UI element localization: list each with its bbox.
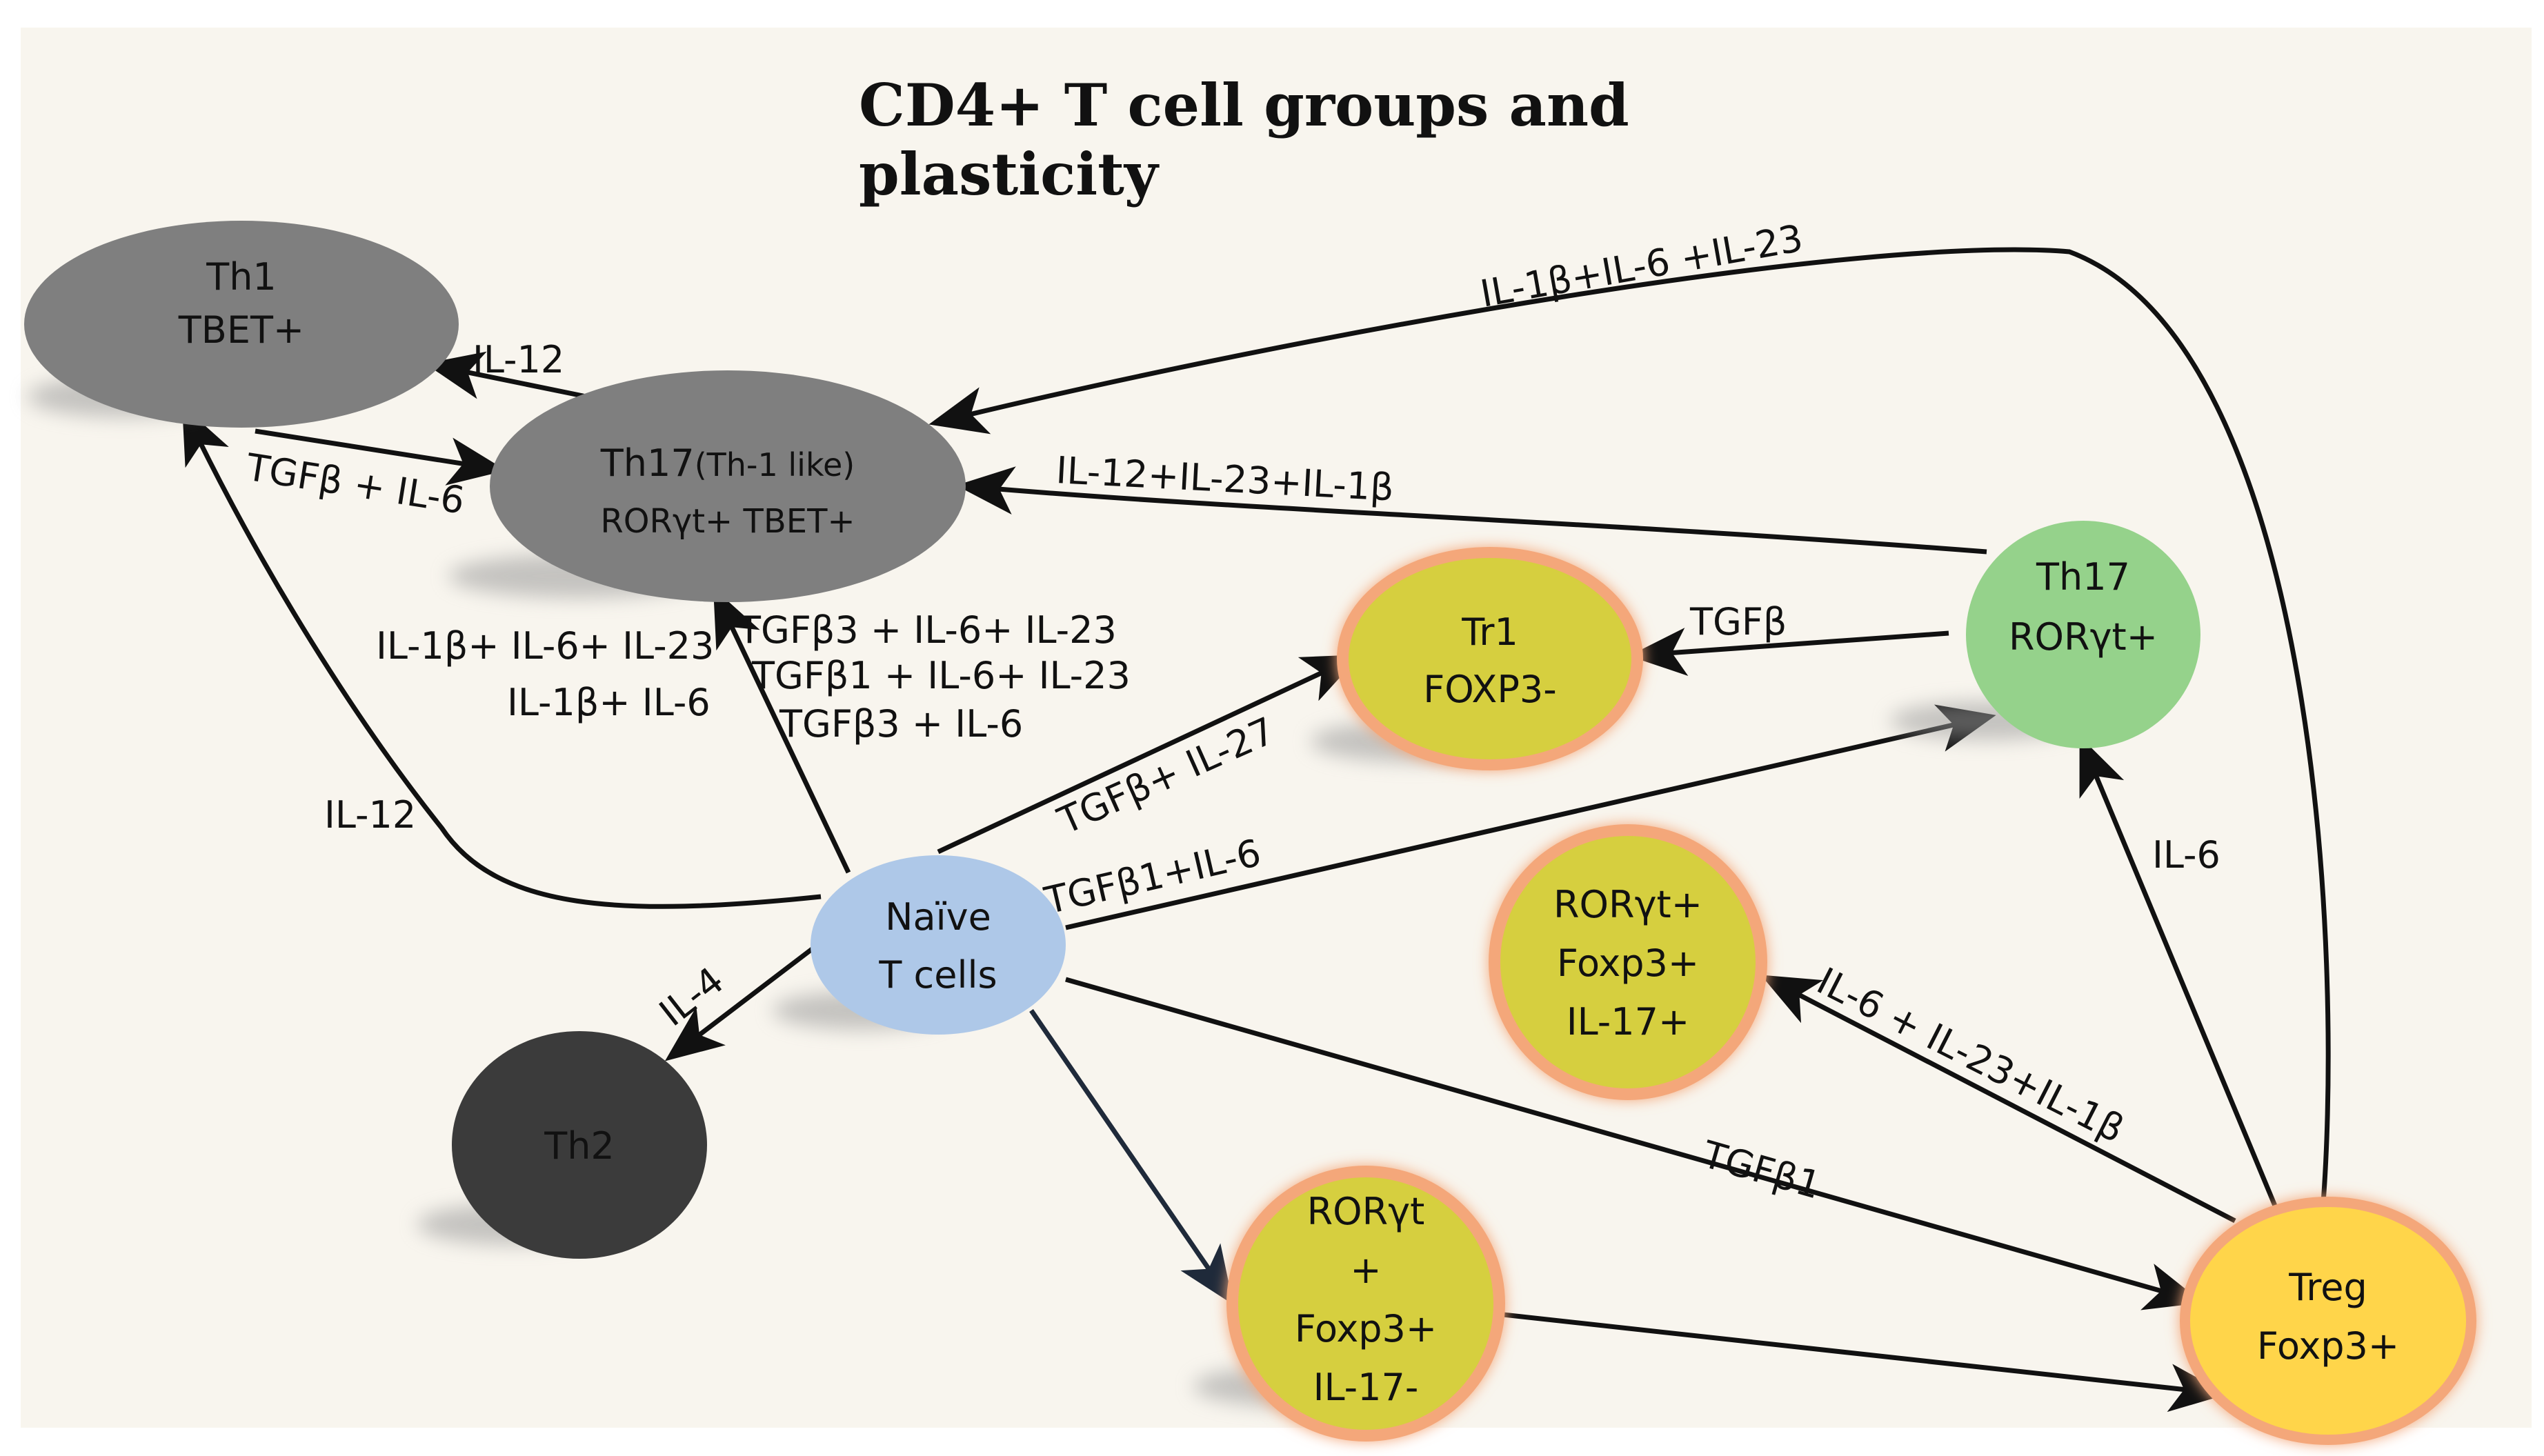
edge-naive-to-th2 [664, 943, 819, 1061]
diagram-title-line1: CD4+ T cell groups and [859, 71, 1629, 139]
node-th17-line1: Th17 [2036, 555, 2130, 599]
node-treg-line1: Treg [2288, 1266, 2367, 1309]
node-th2-line1: Th2 [544, 1124, 615, 1168]
edge-label-th17th1like-to-th1: IL-12 [473, 338, 564, 381]
node-ror-foxp3-il17pos-line2: Foxp3+ [1557, 941, 1699, 985]
edge-label-treg-to-th17: IL-6 [2152, 833, 2220, 877]
edge-label-naive-to-th17th1like-a: TGFβ3 + IL-6+ IL-23 [737, 608, 1117, 652]
edge-label-naive-to-th17th1like-c: TGFβ3 + IL-6 [779, 702, 1023, 746]
edge-th17-to-tr1 [1629, 628, 1949, 676]
node-th2 [452, 1031, 707, 1259]
node-th17 [1966, 521, 2200, 748]
edge-ror-foxp3-il17neg-to-treg [1496, 1311, 2227, 1413]
edge-naive-to-th17th1like [713, 588, 851, 874]
edge-naive-to-tr1 [937, 655, 1361, 855]
diagram-title-line2: plasticity [859, 140, 1160, 208]
edge-label-th17-to-tr1: TGFβ [1689, 600, 1787, 644]
edge-naive-to-th1 [181, 405, 822, 909]
node-th1-line1: Th1 [206, 255, 277, 299]
edge-label-naive-to-th1: IL-12 [324, 793, 416, 837]
edge-th1-to-th17th1like [255, 428, 506, 486]
edge-treg-to-th17th1like [928, 247, 2331, 1228]
edge-treg-to-ror-foxp3-il17pos [1760, 975, 2236, 1224]
node-treg-line2: Foxp3+ [2257, 1324, 2399, 1368]
node-th17-line2: RORγt+ [2009, 615, 2158, 659]
node-th17-th1-like-name: Th17 [600, 441, 695, 485]
edge-label-naive-to-th17th1like-e: IL-1β+ IL-6 [507, 681, 710, 724]
edge-naive-to-th17 [1065, 704, 1996, 930]
node-ror-foxp3-il17neg-line4: IL-17- [1313, 1366, 1419, 1409]
node-treg [2190, 1207, 2466, 1435]
node-th1-line2: TBET+ [178, 308, 304, 352]
node-tr1-line1: Tr1 [1461, 610, 1518, 654]
node-ror-foxp3-il17neg-line2: + [1350, 1248, 1381, 1292]
node-ror-foxp3-il17pos [1500, 836, 1756, 1088]
node-tr1-line2: FOXP3- [1423, 668, 1557, 711]
node-ror-foxp3-il17neg-line1: RORγt [1307, 1190, 1425, 1233]
node-tr1 [1349, 558, 1631, 759]
node-naive-line2: T cells [878, 953, 997, 997]
edge-naive-to-ror-foxp3-il17neg [1029, 1009, 1233, 1305]
edge-treg-to-th17 [2079, 736, 2283, 1219]
node-naive-line1: Naïve [885, 895, 991, 939]
node-th1 [24, 221, 459, 428]
edge-th17-to-th17th1like [956, 466, 1987, 555]
edge-naive-to-treg [1065, 977, 2203, 1310]
node-ror-foxp3-il17neg [1238, 1177, 1493, 1430]
node-th17-th1-like-suffix: (Th-1 like) [695, 446, 855, 483]
node-ror-foxp3-il17neg-line3: Foxp3+ [1295, 1307, 1437, 1350]
edge-label-naive-to-th17th1like-d: IL-1β+ IL-6+ IL-23 [376, 624, 714, 668]
edge-th17th1like-to-th1 [425, 351, 587, 399]
edges [181, 247, 2331, 1413]
node-ror-foxp3-il17pos-line1: RORγt+ [1553, 883, 1702, 926]
node-naive-t-cells [811, 855, 1066, 1035]
edge-label-naive-to-th17th1like-b: TGFβ1 + IL-6+ IL-23 [751, 654, 1131, 697]
node-th17-th1-like-line2: RORγt+ TBET+ [600, 502, 855, 541]
node-ror-foxp3-il17pos-line3: IL-17+ [1567, 1000, 1690, 1044]
node-th17-th1-like [490, 370, 966, 602]
node-th17-th1-like-line1: Th17(Th-1 like) [600, 441, 855, 485]
